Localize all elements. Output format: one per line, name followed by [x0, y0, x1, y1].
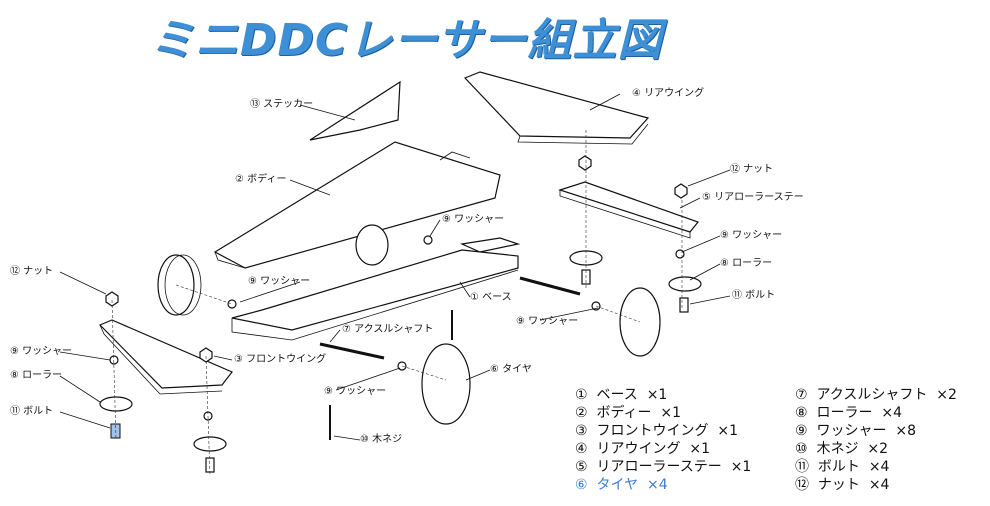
callout-washer-center: ⑨ ワッシャー: [442, 214, 505, 225]
callout-nut-left: ⑫ ナット: [10, 266, 54, 277]
tire-rear-left: [157, 254, 202, 316]
parts-list-left: ① ベース ×1 ② ボディー ×1 ③ フロントウイング ×1 ④ リアウイン…: [575, 386, 751, 494]
callout-nut-rear: ⑫ ナット: [730, 164, 774, 175]
callout-front-wing: ③ フロントウイング: [234, 354, 327, 365]
axle-shaft-lower: [319, 342, 385, 360]
callout-washer-axle: ⑨ ワッシャー: [516, 316, 579, 327]
parts-list-row: ⑨ ワッシャー ×8: [795, 423, 917, 439]
tire-rear-hidden: [355, 224, 389, 266]
tire-front-bottom: [421, 343, 471, 425]
front-wing-part: [98, 319, 233, 395]
callout-rear-wing: ④ リアウイング: [632, 88, 705, 99]
base-part: [231, 237, 521, 341]
callout-axle-shaft: ⑦ アクスルシャフト: [342, 324, 434, 335]
diagram-title: ミニDDCレーサー組立図: [150, 15, 663, 66]
parts-list-right: ⑦ アクスルシャフト ×2 ⑧ ローラー ×4 ⑨ ワッシャー ×8 ⑩ 木ネジ…: [795, 386, 957, 494]
parts-list-row-highlighted: ⑥ タイヤ ×4: [575, 477, 668, 493]
callout-bolt-rear: ⑪ ボルト: [732, 290, 776, 301]
body-part: [213, 141, 501, 269]
rear-wing-part: [463, 71, 650, 145]
parts-list-row: ④ リアウイング ×1: [575, 441, 711, 457]
callout-wood-screw: ⑩ 木ネジ: [360, 434, 403, 445]
rear-roller-stay-part: [558, 181, 699, 239]
callout-body: ② ボディー: [235, 174, 287, 185]
callout-washer-left: ⑨ ワッシャー: [248, 276, 311, 287]
callout-washer-rear: ⑨ ワッシャー: [720, 230, 783, 241]
axle-shaft-upper: [519, 276, 581, 296]
parts-list-row: ⑧ ローラー ×4: [795, 405, 903, 421]
callout-roller-left: ⑧ ローラー: [10, 370, 63, 381]
leader-lines: [59, 93, 731, 441]
callout-sticker: ⑬ ステッカー: [250, 99, 314, 110]
parts-list-row: ② ボディー ×1: [575, 405, 682, 421]
parts-list-row: ⑪ ボルト ×4: [795, 459, 890, 475]
parts-list-row: ⑤ リアローラーステー ×1: [575, 459, 752, 475]
callout-tire: ⑥ タイヤ: [490, 364, 532, 375]
parts-list-row: ⑫ ナット ×4: [795, 477, 890, 493]
callout-bolt-left: ⑪ ボルト: [10, 406, 54, 417]
callout-rear-roller-stay: ⑤ リアローラーステー: [702, 192, 804, 203]
parts-list-row: ③ フロントウイング ×1: [575, 423, 739, 439]
sticker-part: [309, 80, 401, 141]
callout-roller-rear: ⑧ ローラー: [720, 258, 773, 269]
parts-list-row: ① ベース ×1: [575, 387, 668, 403]
parts-list-row: ⑩ 木ネジ ×2: [795, 441, 889, 457]
nut-parts: [105, 155, 688, 363]
callout-washer-front: ⑨ ワッシャー: [324, 386, 387, 397]
parts-list-row: ⑦ アクスルシャフト ×2: [795, 387, 957, 403]
callout-washer-left-low: ⑨ ワッシャー: [10, 346, 73, 357]
callout-base: ① ベース: [470, 292, 512, 303]
assembly-guides: [111, 130, 683, 477]
